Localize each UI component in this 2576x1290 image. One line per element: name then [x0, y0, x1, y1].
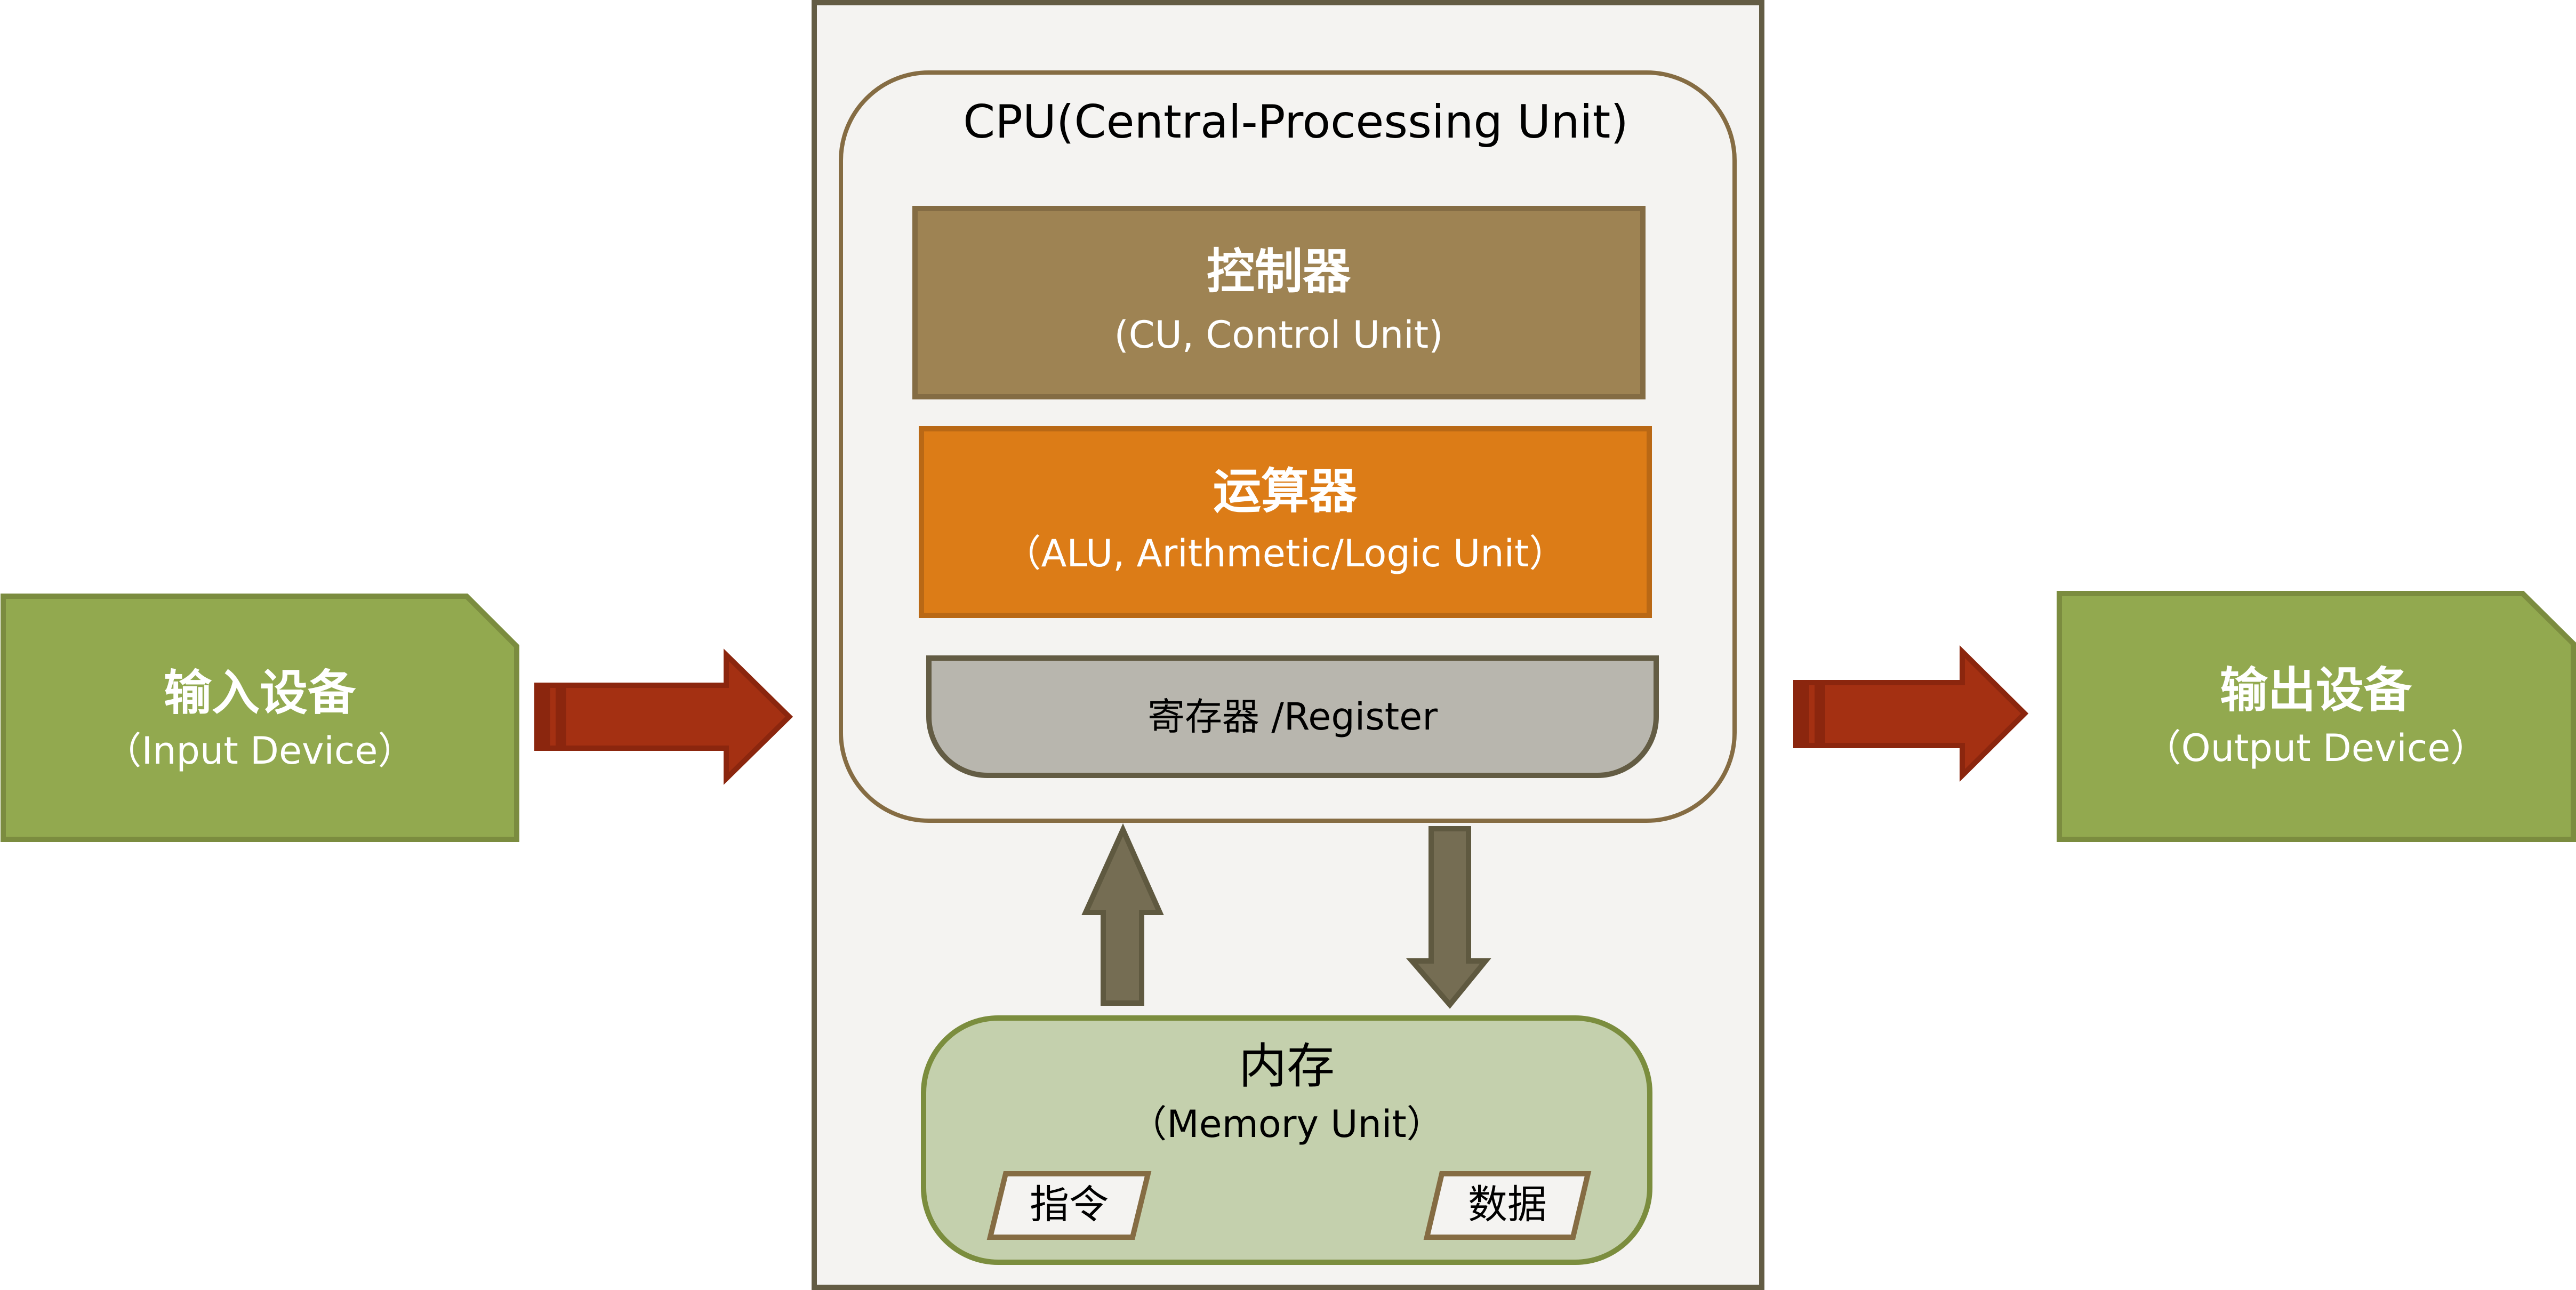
output-device-box — [2057, 591, 2576, 842]
input-arrow-shape — [534, 648, 793, 785]
input-arrow-stripe — [537, 685, 550, 748]
output-arrow-stripe — [1796, 683, 1809, 746]
instruction-tag-box — [986, 1171, 1152, 1240]
register-box — [926, 655, 1659, 778]
register-label: 寄存器 /Register — [1147, 695, 1438, 739]
input-device-box — [1, 594, 519, 842]
input-device-title: 输入设备 — [164, 665, 356, 721]
input-device-subtitle: （Input Device） — [105, 729, 415, 773]
register: 寄存器 /Register — [926, 655, 1659, 778]
memory-subtitle: （Memory Unit） — [1129, 1102, 1443, 1146]
control-unit-title: 控制器 — [1207, 244, 1351, 300]
memory-to-cpu-arrow — [1081, 823, 1164, 1006]
output-device: 输出设备 （Output Device） — [2057, 591, 2576, 842]
cpu-to-memory-arrow — [1406, 826, 1491, 1009]
input-arrow — [534, 648, 793, 785]
alu-title: 运算器 — [1213, 463, 1358, 519]
output-arrow-stripe — [1815, 683, 1825, 746]
alu-box — [919, 426, 1652, 618]
input-device: 输入设备 （Input Device） — [1, 594, 519, 842]
control-unit-subtitle: (CU, Control Unit) — [1114, 313, 1443, 357]
cpu-block: CPU(Central-Processing Unit) 控制器 (CU, Co… — [839, 70, 1737, 823]
data-tag-label: 数据 — [1468, 1182, 1547, 1228]
control-unit-box — [912, 206, 1646, 399]
memory-tag-data: 数据 — [1423, 1171, 1592, 1240]
memory-tag-instruction: 指令 — [986, 1171, 1152, 1240]
output-device-subtitle: （Output Device） — [2144, 726, 2488, 770]
output-device-title: 输出设备 — [2220, 662, 2412, 718]
cpu-title: CPU(Central-Processing Unit) — [963, 95, 1628, 149]
memory-title: 内存 — [1239, 1038, 1335, 1094]
output-arrow-shape — [1793, 645, 2029, 782]
alu: 运算器 （ALU, Arithmetic/Logic Unit） — [919, 426, 1652, 618]
instruction-tag-label: 指令 — [1030, 1182, 1109, 1228]
data-tag-box — [1423, 1171, 1592, 1240]
input-arrow-stripe — [556, 685, 566, 748]
alu-subtitle: （ALU, Arithmetic/Logic Unit） — [1004, 532, 1567, 575]
control-unit: 控制器 (CU, Control Unit) — [912, 206, 1646, 399]
output-arrow — [1793, 645, 2029, 782]
memory-unit: 内存 （Memory Unit） 指令 数据 — [921, 1015, 1652, 1265]
